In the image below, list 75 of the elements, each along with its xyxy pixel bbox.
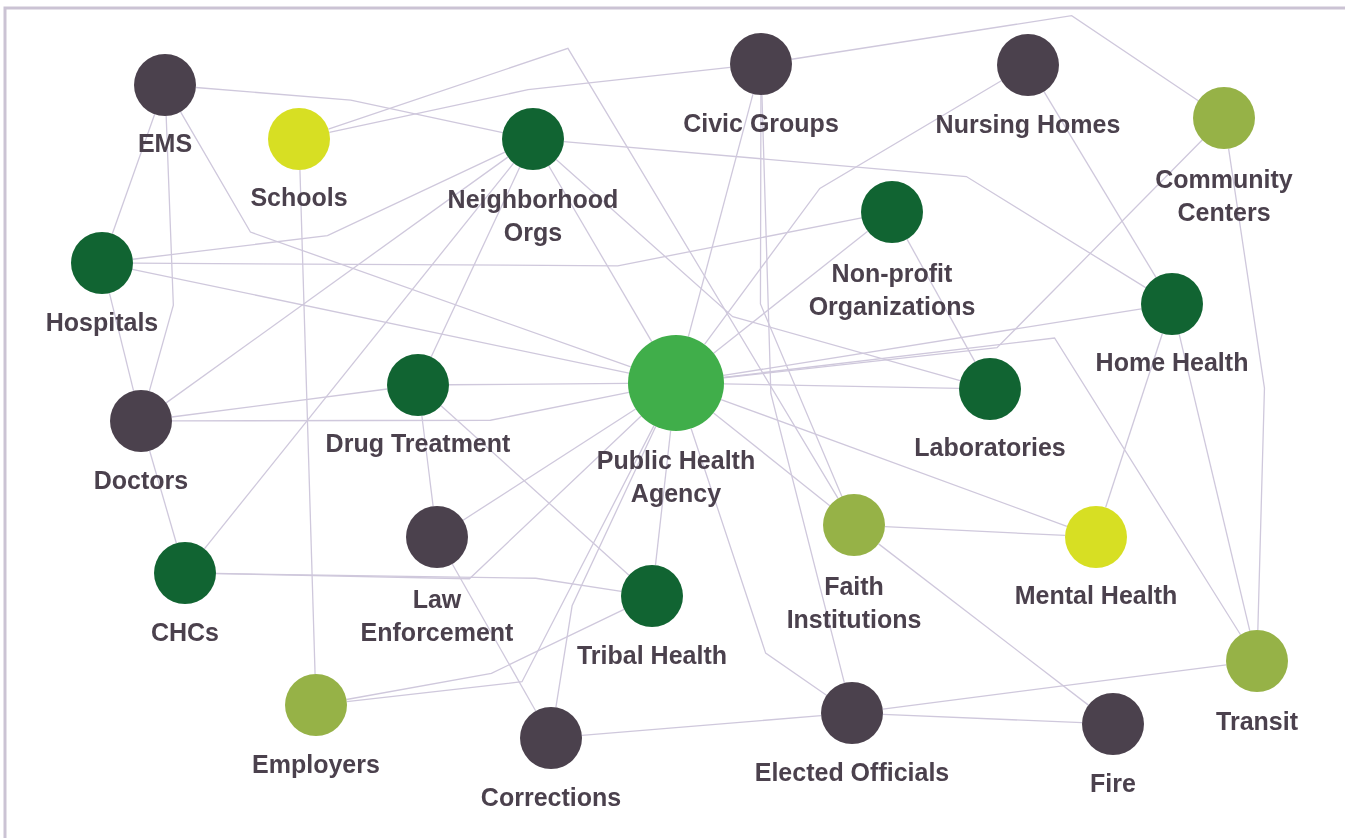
connector-line <box>555 425 657 709</box>
connector-line <box>451 563 537 712</box>
connector-line <box>759 94 843 498</box>
connector-line <box>791 15 1199 102</box>
connector-line <box>761 94 845 684</box>
node-label: Nursing Homes <box>935 108 1121 140</box>
connector-line <box>327 47 839 500</box>
connector-line <box>462 408 637 521</box>
connector-line <box>555 158 961 382</box>
node-label: Laboratories <box>914 431 1066 463</box>
node-label: Community Centers <box>1154 164 1294 228</box>
connector-line <box>430 166 521 358</box>
node-label: CHCs <box>150 616 220 648</box>
node-label: Mental Health <box>1014 579 1178 611</box>
connector-line <box>1104 332 1164 509</box>
connector-line <box>877 543 1090 706</box>
node-label: Non-profit Organizations <box>807 258 977 322</box>
connector-line <box>171 388 388 418</box>
connector-line <box>132 151 506 260</box>
node-label: Transit <box>1216 705 1298 737</box>
connector-line <box>690 427 828 696</box>
connector-line <box>1043 90 1157 279</box>
connector-line <box>328 66 731 134</box>
connector-line <box>108 292 135 392</box>
node-label: Faith Institutions <box>785 571 923 635</box>
node-label: Tribal Health <box>577 639 727 671</box>
connector-line <box>448 382 629 386</box>
connector-line <box>722 308 1143 377</box>
connector-line <box>548 165 653 343</box>
node-label: Hospitals <box>45 306 159 338</box>
connector-line <box>195 86 504 134</box>
connector-line <box>345 608 625 701</box>
connector-line <box>440 405 630 576</box>
connector-line <box>581 714 822 737</box>
connector-line <box>563 141 1147 289</box>
node-label: Drug Treatment <box>325 427 511 459</box>
connector-line <box>723 383 960 390</box>
connector-line <box>884 525 1066 537</box>
node-label: Elected Officials <box>754 756 950 788</box>
connector-line <box>148 115 174 392</box>
connector-line <box>712 412 831 507</box>
connector-line <box>882 713 1083 724</box>
connector-line <box>203 162 515 550</box>
connector-line <box>906 238 976 363</box>
node-label: Doctors <box>93 464 189 496</box>
node-label: Employers <box>252 748 380 780</box>
node-label: Public Health Agency <box>595 445 757 509</box>
connector-line <box>111 113 156 235</box>
connector-line <box>148 450 178 544</box>
connector-line <box>215 572 622 592</box>
node-label: Neighborhood Orgs <box>446 184 620 248</box>
connector-line <box>713 230 869 354</box>
node-label: Corrections <box>480 781 622 813</box>
connector-line <box>299 169 316 675</box>
connector-line <box>687 93 754 338</box>
connector-line <box>132 217 863 267</box>
node-label: EMS <box>137 127 193 159</box>
connector-line <box>723 337 1242 636</box>
connector-line <box>346 425 655 703</box>
connector-line <box>179 111 632 368</box>
connector-line <box>421 415 434 507</box>
connector-line <box>882 664 1227 710</box>
connector-line <box>171 391 630 422</box>
connector-line <box>1227 148 1266 631</box>
node-label: Schools <box>250 181 348 213</box>
connector-line <box>720 398 1068 527</box>
node-label: Law Enforcement <box>359 584 515 648</box>
connector-line <box>131 268 630 374</box>
node-label: Civic Groups <box>683 107 839 139</box>
connector-line <box>703 80 1002 346</box>
connector-line <box>654 430 672 566</box>
node-label: Home Health <box>1095 346 1249 378</box>
connector-line <box>165 156 509 404</box>
node-label: Fire <box>1090 767 1136 799</box>
connector-line <box>1178 333 1251 632</box>
